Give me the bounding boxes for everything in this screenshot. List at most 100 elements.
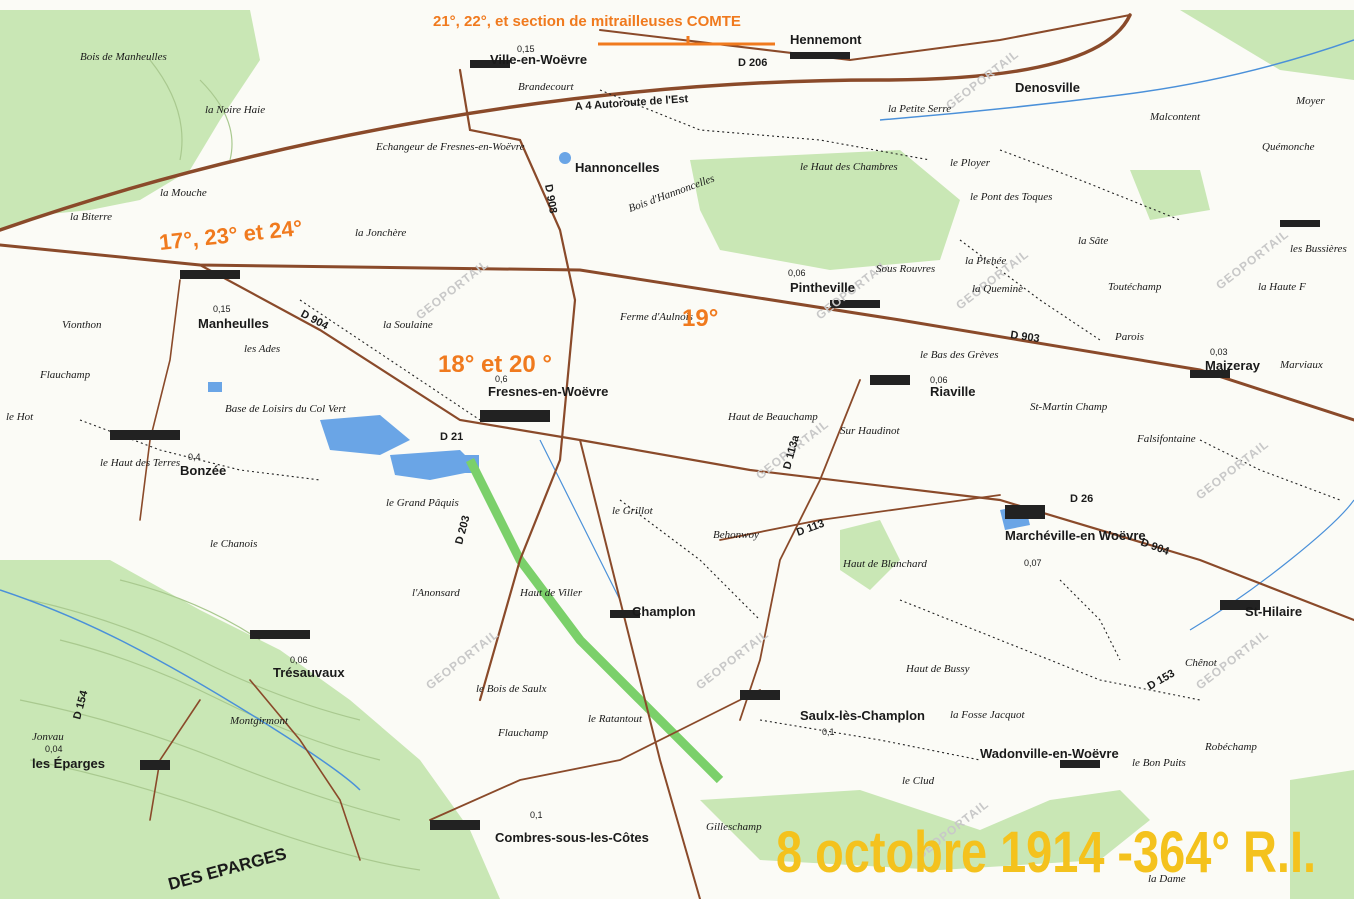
stat-pintheville: 0,06 [788, 268, 806, 278]
stat-combres: 0,1 [530, 810, 543, 820]
label-echangeur: Echangeur de Fresnes-en-Woëvre [375, 141, 525, 153]
label-fresnes: Fresnes-en-Woëvre [488, 384, 608, 399]
label-st-hilaire: St-Hilaire [1245, 604, 1302, 619]
stat-manheulles: 0,15 [213, 304, 231, 314]
label-riaville: Riaville [930, 384, 976, 399]
forest-areas [0, 10, 1354, 899]
label-sur-haudinot: Sur Haudinot [840, 425, 901, 437]
label-flauchamp-south: Flauchamp [497, 727, 549, 739]
annotation-21-22: 21°, 22°, et section de mitrailleuses CO… [433, 13, 741, 30]
label-les-eparges: les Éparges [32, 756, 105, 771]
label-maizeray: Maizeray [1205, 358, 1261, 373]
stat-maizeray: 0,03 [1210, 347, 1228, 357]
road-network [0, 13, 1354, 899]
label-ferme-aulnois: Ferme d'Aulnois [619, 311, 693, 323]
hill-shading [19, 59, 421, 871]
label-marcheville: Marchéville-en Woëvre [1005, 528, 1146, 543]
label-le-bas-des-greves: le Bas des Grèves [920, 349, 999, 361]
label-manheulles: Manheulles [198, 316, 269, 331]
stat-saulx: 0,1 [822, 727, 835, 737]
label-la-noire-haie: la Noire Haie [205, 104, 265, 116]
label-le-pont-des-toques: le Pont des Toques [970, 191, 1052, 203]
label-la-fosse-jacquot: la Fosse Jacquot [950, 709, 1025, 721]
label-haut-de-beauchamp: Haut de Beauchamp [727, 411, 818, 423]
stat-riaville: 0,06 [930, 375, 948, 385]
label-la-jonchere: la Jonchère [355, 227, 406, 239]
label-st-martin-champ: St-Martin Champ [1030, 401, 1108, 413]
label-la-dame: la Dame [1148, 873, 1186, 885]
label-combres: Combres-sous-les-Côtes [495, 830, 649, 845]
label-wadonville: Wadonville-en-Woëvre [980, 746, 1119, 761]
label-le-clud: le Clud [902, 775, 935, 787]
stat-tresauvaux: 0,06 [290, 655, 308, 665]
label-base-loisirs: Base de Loisirs du Col Vert [225, 403, 347, 415]
label-malcontent: Malcontent [1149, 111, 1201, 123]
label-les-bussieres: les Bussières [1290, 243, 1347, 255]
label-vionthon: Vionthon [62, 319, 102, 331]
label-le-hot: le Hot [6, 411, 34, 423]
label-bonzee: Bonzée [180, 463, 226, 478]
label-robechamp: Robéchamp [1204, 741, 1257, 753]
label-marviaux: Marviaux [1279, 359, 1323, 371]
label-la-soulaine: la Soulaine [383, 319, 433, 331]
label-jonvau: Jonvau [32, 731, 64, 743]
tracks [79, 89, 1341, 761]
label-champlon: Champlon [632, 604, 696, 619]
label-hennemont: Hennemont [790, 32, 862, 47]
label-le-grand-paquis: le Grand Pâquis [386, 497, 459, 509]
label-toutechamp: Toutéchamp [1108, 281, 1162, 293]
statistic-labels: 0,15 0,15 0,06 0,6 0,06 0,03 0,4 0,07 0,… [45, 44, 1228, 820]
label-bois-de-saulx: le Bois de Saulx [476, 683, 547, 695]
label-hannoncelles: Hannoncelles [575, 160, 660, 175]
label-la-petite-serre: la Petite Serre [888, 103, 951, 115]
label-les-ades: les Ades [244, 343, 280, 355]
road-label-d21: D 21 [440, 431, 463, 443]
label-ville-en-woevre: Ville-en-Woëvre [490, 52, 587, 67]
label-le-ratantout: le Ratantout [588, 713, 643, 725]
label-le-bon-puits: le Bon Puits [1132, 757, 1186, 769]
label-flauchamp: Flauchamp [39, 369, 91, 381]
label-parois: Parois [1114, 331, 1144, 343]
label-montgirmont: Montgirmont [229, 715, 289, 727]
label-le-ployer: le Ployer [950, 157, 991, 169]
label-gilleschamp: Gilleschamp [706, 821, 762, 833]
label-saulx: Saulx-lès-Champlon [800, 708, 925, 723]
annotation-19: 19° [682, 305, 718, 332]
road-label-d908: D 908 [542, 183, 559, 214]
label-le-haut-des-chambres: le Haut des Chambres [800, 161, 898, 173]
label-brandecourt: Brandecourt [518, 81, 575, 93]
road-label-d26: D 26 [1070, 493, 1093, 505]
road-label-d903: D 903 [1010, 329, 1041, 345]
label-sous-rouvres: Sous Rouvres [876, 263, 935, 275]
label-anonsard: l'Anonsard [412, 587, 460, 599]
label-le-grillot: le Grillot [612, 505, 654, 517]
label-falsifontaine: Falsifontaine [1136, 433, 1196, 445]
label-tresauvaux: Trésauvaux [273, 665, 345, 680]
label-haut-de-blanchard: Haut de Blanchard [842, 558, 927, 570]
label-behonwoy: Behonwoy [713, 529, 759, 541]
label-la-piche: la Pichée [965, 255, 1006, 267]
label-haut-des-terres: le Haut des Terres [100, 457, 180, 469]
label-la-sate: la Sâte [1078, 235, 1108, 247]
label-la-biterre: la Biterre [70, 211, 112, 223]
label-chenot: Chênot [1185, 657, 1218, 669]
canal-strip [465, 457, 724, 784]
label-le-chanois: le Chanois [210, 538, 257, 550]
label-haut-de-bussy: Haut de Bussy [905, 663, 970, 675]
stat-bonzee: 0,4 [188, 452, 201, 462]
stat-eparges: 0,04 [45, 744, 63, 754]
annotation-18-20: 18° et 20 ° [438, 351, 552, 378]
label-denosville: Denosville [1015, 80, 1080, 95]
stat-ville: 0,15 [517, 44, 535, 54]
label-moyer: Moyer [1295, 95, 1325, 107]
label-haut-de-viller: Haut de Viller [519, 587, 583, 599]
stat-fresnes: 0,6 [495, 374, 508, 384]
label-la-mouche: la Mouche [160, 187, 207, 199]
label-bois-manheulles: Bois de Manheulles [80, 51, 167, 63]
map-title: 8 octobre 1914 -364° R.I. [776, 820, 1316, 885]
label-la-haute-f: la Haute F [1258, 281, 1306, 293]
stat-marcheville: 0,07 [1024, 558, 1042, 568]
label-pintheville: Pintheville [790, 280, 855, 295]
road-label-d206: D 206 [738, 57, 767, 69]
